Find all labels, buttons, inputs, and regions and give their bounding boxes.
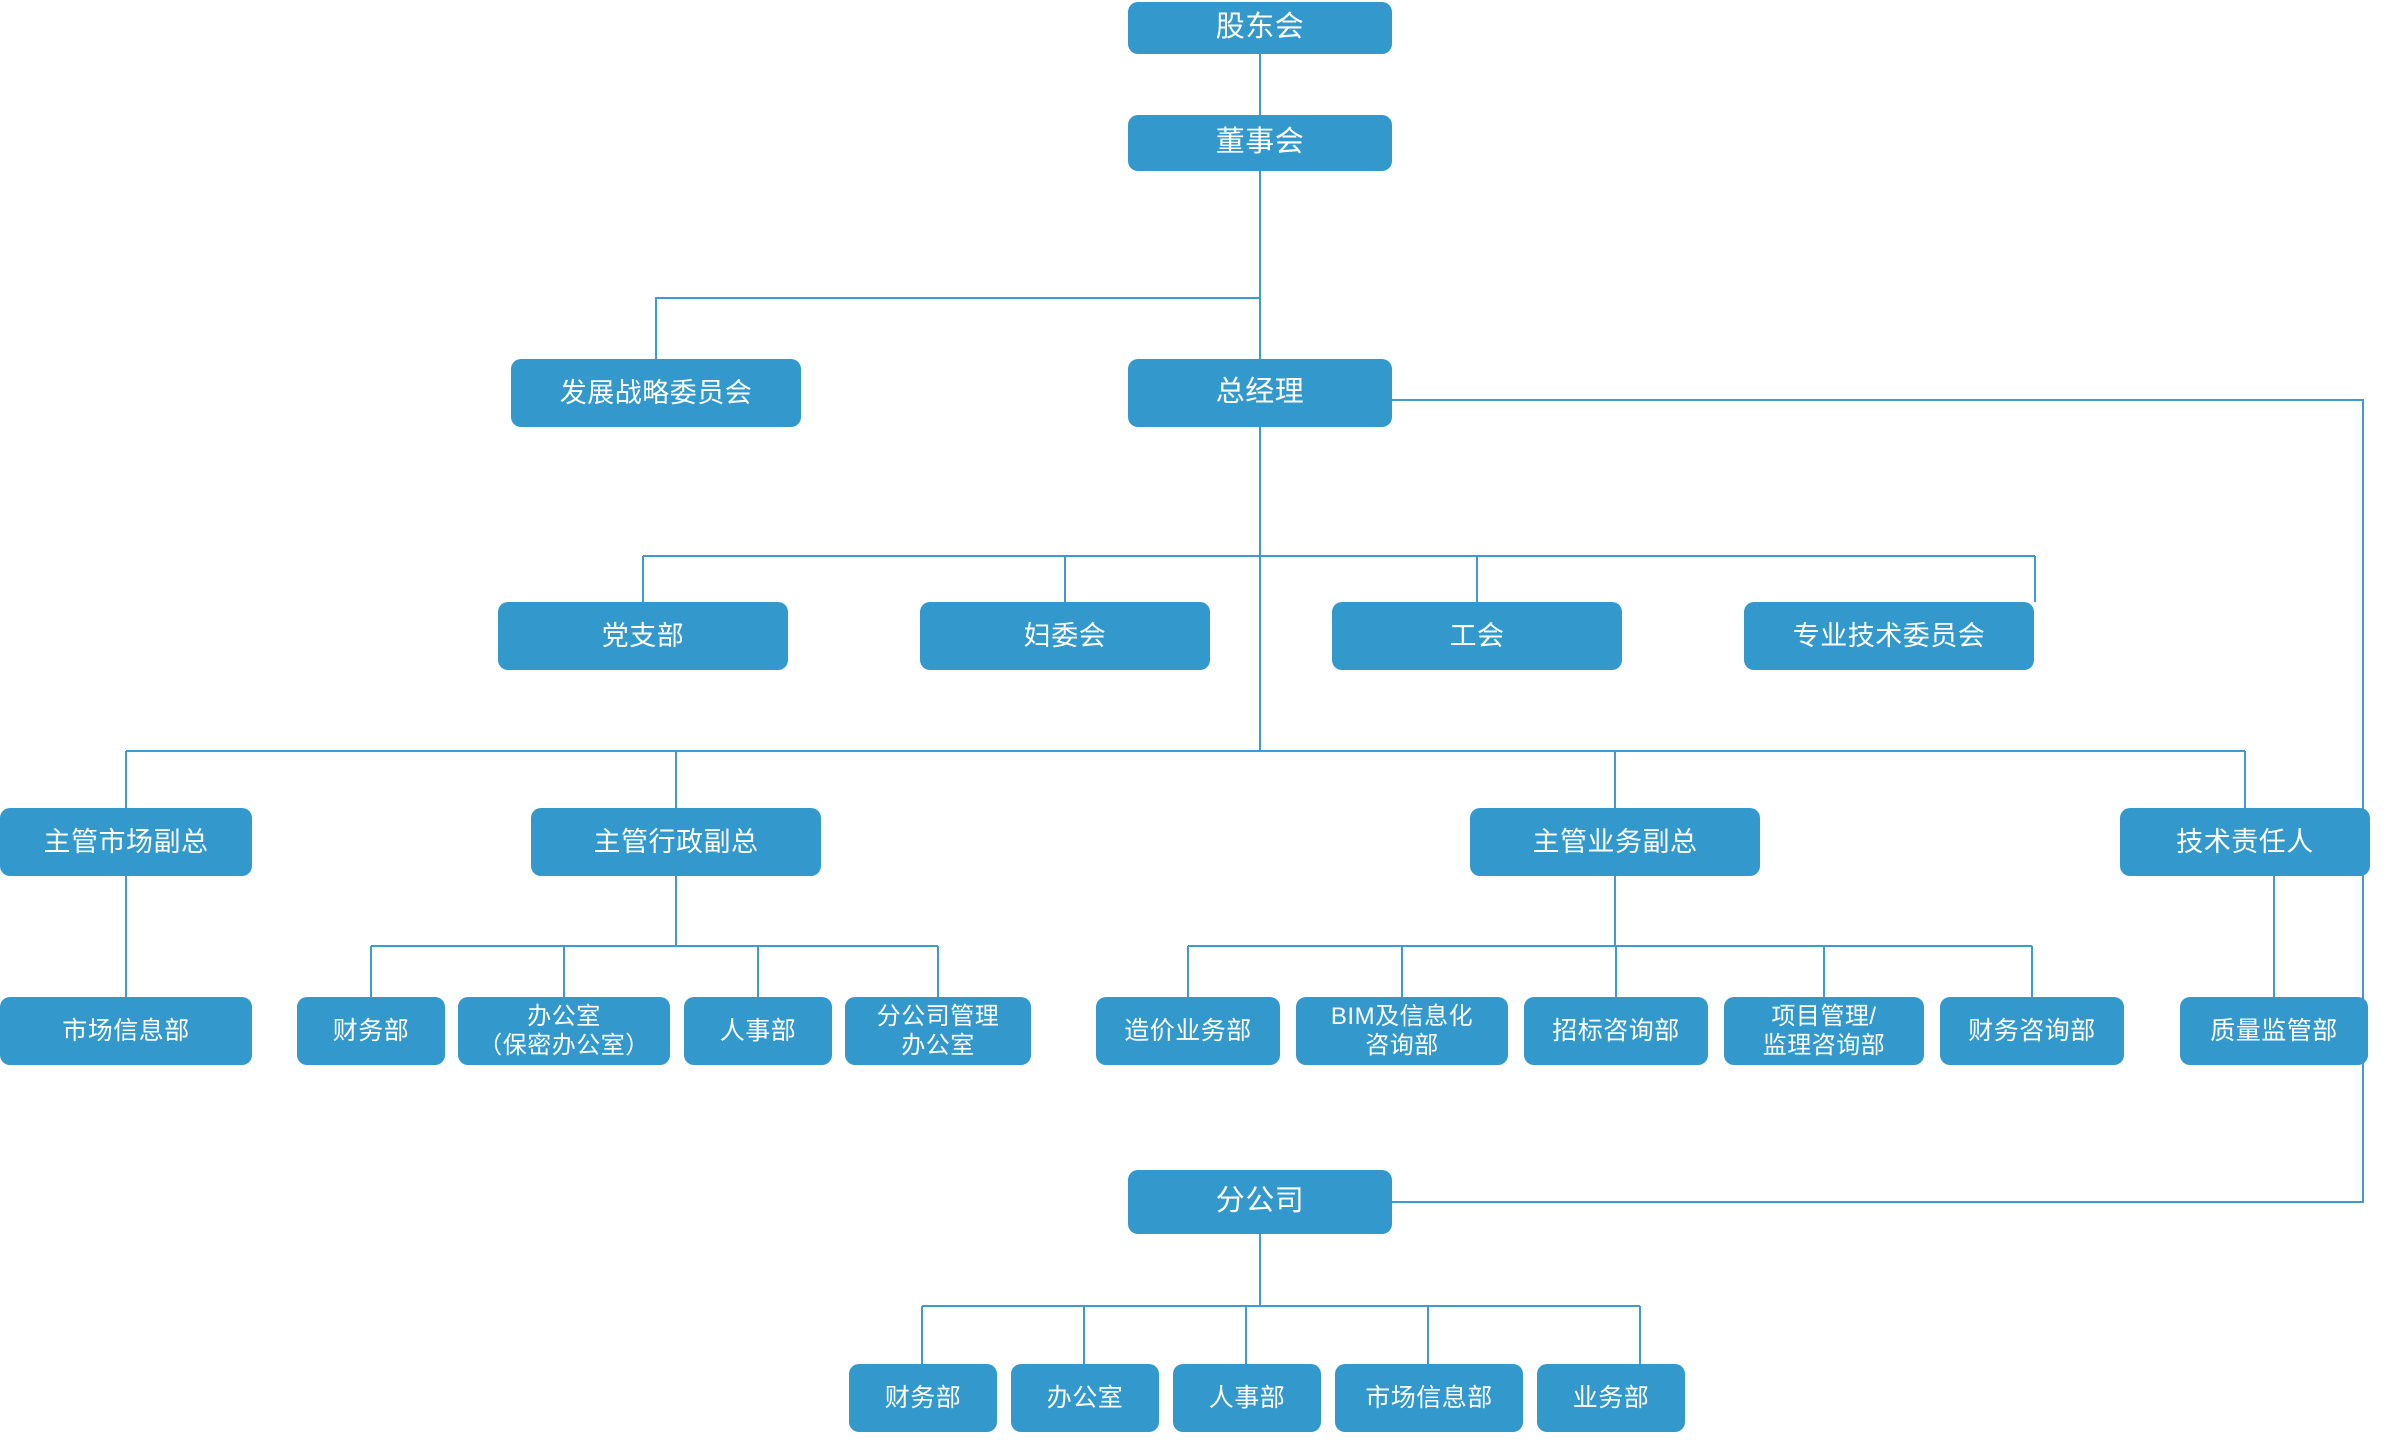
node-vp-market[interactable]: 主管市场副总 [0, 808, 252, 876]
node-shareholders[interactable]: 股东会 [1128, 2, 1392, 54]
node-branch-hr[interactable]: 人事部 [1173, 1364, 1321, 1432]
node-branch-hr-label: 人事部 [1208, 1383, 1286, 1412]
node-branch-market-info-label: 市场信息部 [1365, 1383, 1493, 1412]
node-dept-cost-business[interactable]: 造价业务部 [1096, 997, 1280, 1065]
node-branch-finance-label: 财务部 [884, 1383, 962, 1412]
node-general-manager-label: 总经理 [1215, 376, 1305, 409]
edge-gm-branch-company [1392, 398, 2365, 1204]
node-dept-financial-consulting-label: 财务咨询部 [1968, 1016, 2096, 1045]
node-branch-business[interactable]: 业务部 [1537, 1364, 1685, 1432]
node-technical-director[interactable]: 技术责任人 [2120, 808, 2370, 876]
node-dept-bidding-consulting[interactable]: 招标咨询部 [1524, 997, 1708, 1065]
node-technical-committee[interactable]: 专业技术委员会 [1744, 602, 2034, 670]
node-dept-market-info[interactable]: 市场信息部 [0, 997, 252, 1065]
node-dept-bim-informatization-consulting-label: BIM及信息化 咨询部 [1330, 1002, 1474, 1059]
node-branch-company[interactable]: 分公司 [1128, 1170, 1392, 1234]
node-dept-finance[interactable]: 财务部 [297, 997, 445, 1065]
edge-board-strategy-committee [654, 296, 1260, 359]
node-women-committee-label: 妇委会 [1023, 620, 1107, 651]
node-branch-finance[interactable]: 财务部 [849, 1364, 997, 1432]
node-dept-project-supervision-consulting-label: 项目管理/ 监理咨询部 [1762, 1002, 1886, 1059]
node-branch-office-label: 办公室 [1046, 1383, 1124, 1412]
node-labor-union-label: 工会 [1449, 620, 1505, 651]
node-dept-bidding-consulting-label: 招标咨询部 [1552, 1016, 1680, 1045]
node-party-branch-label: 党支部 [601, 620, 685, 651]
node-branch-business-label: 业务部 [1572, 1383, 1650, 1412]
node-dept-quality-supervision-label: 质量监管部 [2210, 1016, 2338, 1045]
node-branch-office[interactable]: 办公室 [1011, 1364, 1159, 1432]
node-dept-market-info-label: 市场信息部 [62, 1016, 190, 1045]
node-board-of-directors-label: 董事会 [1215, 126, 1305, 159]
node-vp-admin-label: 主管行政副总 [593, 826, 759, 857]
node-dept-branch-management-office-label: 分公司管理 办公室 [876, 1002, 1000, 1059]
node-dept-finance-label: 财务部 [332, 1016, 410, 1045]
node-dept-office[interactable]: 办公室 （保密办公室） [458, 997, 670, 1065]
node-vp-business-label: 主管业务副总 [1532, 826, 1698, 857]
node-dept-project-supervision-consulting[interactable]: 项目管理/ 监理咨询部 [1724, 997, 1924, 1065]
node-labor-union[interactable]: 工会 [1332, 602, 1622, 670]
node-dept-hr-label: 人事部 [719, 1016, 797, 1045]
node-vp-business[interactable]: 主管业务副总 [1470, 808, 1760, 876]
node-dept-hr[interactable]: 人事部 [684, 997, 832, 1065]
node-general-manager[interactable]: 总经理 [1128, 359, 1392, 427]
node-technical-director-label: 技术责任人 [2176, 826, 2314, 857]
node-women-committee[interactable]: 妇委会 [920, 602, 1210, 670]
node-strategy-committee-label: 发展战略委员会 [559, 377, 753, 408]
node-dept-cost-business-label: 造价业务部 [1124, 1016, 1252, 1045]
node-strategy-committee[interactable]: 发展战略委员会 [511, 359, 801, 427]
node-vp-admin[interactable]: 主管行政副总 [531, 808, 821, 876]
node-dept-branch-management-office[interactable]: 分公司管理 办公室 [845, 997, 1031, 1065]
node-dept-office-label: 办公室 （保密办公室） [478, 1002, 650, 1059]
node-dept-bim-informatization-consulting[interactable]: BIM及信息化 咨询部 [1296, 997, 1508, 1065]
node-technical-committee-label: 专业技术委员会 [1792, 620, 1986, 651]
node-party-branch[interactable]: 党支部 [498, 602, 788, 670]
node-shareholders-label: 股东会 [1215, 11, 1305, 44]
node-dept-quality-supervision[interactable]: 质量监管部 [2180, 997, 2368, 1065]
node-branch-market-info[interactable]: 市场信息部 [1335, 1364, 1523, 1432]
node-dept-financial-consulting[interactable]: 财务咨询部 [1940, 997, 2124, 1065]
node-board-of-directors[interactable]: 董事会 [1128, 115, 1392, 171]
node-vp-market-label: 主管市场副总 [43, 826, 209, 857]
node-branch-company-label: 分公司 [1215, 1185, 1305, 1218]
